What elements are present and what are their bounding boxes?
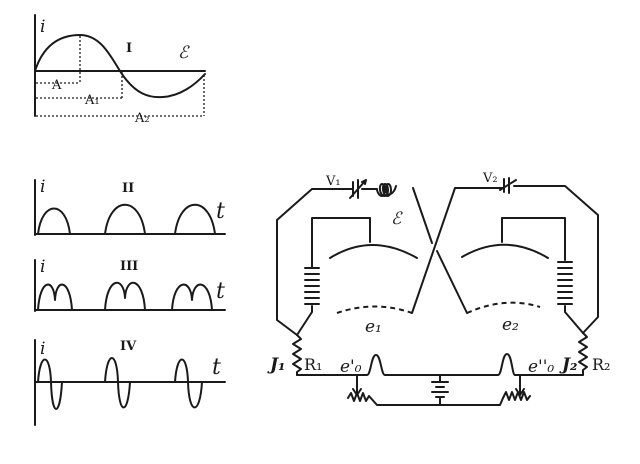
v1-label: V₁ [325,174,341,189]
double-pulses [37,281,213,311]
emf-label: ℰ [178,43,190,63]
dashed-arcs [336,301,541,314]
graph-ii: i II t [34,177,226,236]
crossing-wire-b [411,185,599,334]
interval-a2-label: A₂ [134,111,150,126]
alternating-pulses [37,357,203,410]
resistor-r1 [292,334,302,376]
interval-a-label: A [51,78,62,93]
e0-double-prime-label: e''₀ [528,357,554,377]
graph-iv: i IV t [34,339,226,426]
variable-capacitor-v2 [499,177,517,194]
left-battery [296,267,320,336]
sine-curve [34,34,206,99]
emf-label: ℰ [391,209,403,229]
right-battery [557,261,584,334]
graph-iii: i III t [34,257,226,312]
y-label: i [40,177,45,197]
crossing-wire-a [412,187,468,314]
roman-label: III [120,259,138,274]
lower-rheostats [347,391,531,406]
interval-a1-label: A₁ [84,93,100,108]
j2-label: J₂ [559,355,578,375]
axes [34,179,226,236]
center-battery [431,374,449,406]
left-electrode [311,217,418,268]
y-label: i [40,339,45,359]
v2-label: V₂ [482,171,498,186]
r1-label: R₁ [304,355,322,374]
r2-label: R₂ [592,355,610,374]
x-label: t [216,279,225,304]
roman-label: IV [120,339,137,354]
graph-i: i I ℰ A A₁ A₂ [34,14,206,126]
emf-coil [376,183,397,197]
roman-label: II [122,181,134,196]
j1-label: J₁ [267,355,286,375]
axes [34,259,226,312]
y-label: i [40,17,45,37]
right-electrode [461,217,566,261]
roman-label: I [126,41,132,56]
circuit: V₁ V₂ ℰ e₁ e₂ J₁ R₁ e'₀ e''₀ J₂ R₂ [267,171,610,406]
bottom-wire [296,353,584,376]
x-label: t [216,199,225,224]
half-wave-pulses [37,203,216,235]
e1-label: e₁ [365,317,382,337]
y-label: i [40,257,45,277]
e2-label: e₂ [502,315,519,335]
resistor-r2 [578,332,588,376]
interval-lines [36,36,205,117]
variable-capacitor-v1 [349,179,367,199]
x-label: t [212,355,221,380]
left-outer-wire [276,188,378,336]
e0-prime-label: e'₀ [340,357,362,377]
